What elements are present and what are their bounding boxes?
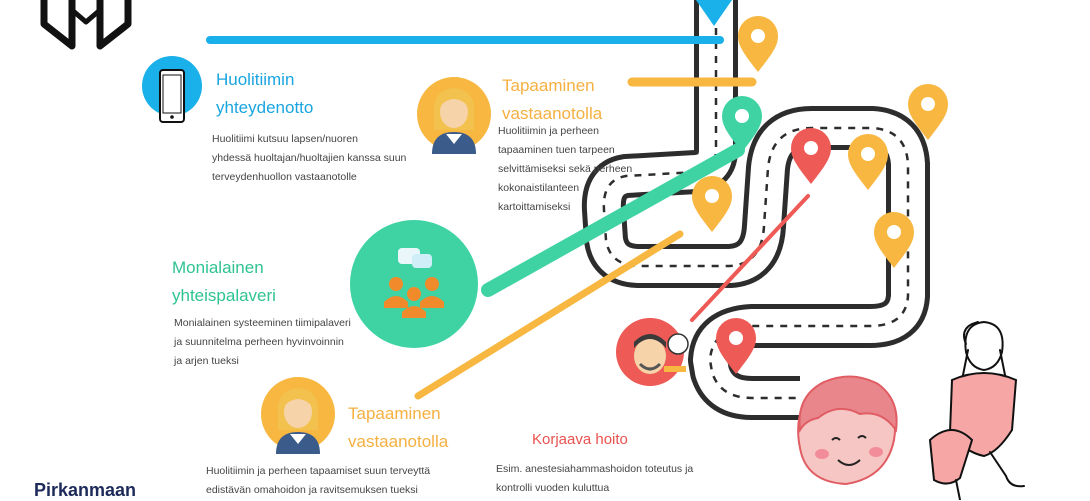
contact-title-line2: yhteydenotto	[216, 98, 314, 117]
connector-orange-bottom	[414, 230, 684, 400]
map-pin-icon	[716, 318, 756, 374]
meeting-title-line2: yhteispalaveri	[172, 286, 276, 305]
map-pin-icon	[722, 96, 762, 152]
contact-desc-line2: yhdessä huoltajan/huoltajien kanssa suun	[212, 152, 407, 164]
connector-red	[690, 194, 810, 322]
meeting-title-line1: Monialainen	[172, 258, 264, 277]
contact-desc-line3: terveydenhuollon vastaanotolle	[212, 171, 357, 183]
treatment-description: Esim. anestesiahammashoidon toteutus ja …	[496, 460, 693, 498]
visit2-title-line2: vastaanotolla	[348, 432, 449, 451]
visit2-title-line1: Tapaaminen	[348, 404, 441, 423]
brand-logo-text: Pirkanmaan	[34, 480, 137, 500]
visit1-desc-line4: kokonaistilanteen	[498, 182, 580, 194]
contact-description: Huolitiimi kutsuu lapsen/nuoren yhdessä …	[212, 130, 406, 187]
map-pin-icon	[874, 212, 914, 268]
visit1-desc-line3: selvittämiseksi sekä perheen	[498, 163, 633, 175]
contact-desc-line1: Huolitiimi kutsuu lapsen/nuoren	[212, 133, 358, 145]
map-pin-icon	[848, 134, 888, 190]
map-pin-icon	[692, 176, 732, 232]
nurse-avatar-icon	[417, 77, 491, 154]
meeting-desc-line1: Monialainen systeeminen tiimipalaveri	[174, 317, 351, 329]
visit2-title: Tapaaminen vastaanotolla	[348, 400, 448, 456]
visit1-desc-line1: Huolitiimin ja perheen	[498, 125, 599, 137]
visit1-title-line2: vastaanotolla	[502, 104, 603, 123]
visit2-description: Huolitiimin ja perheen tapaamiset suun t…	[206, 462, 430, 500]
visit1-desc-line5: kartoittamiseksi	[498, 201, 571, 213]
contact-title: Huolitiimin yhteydenotto	[216, 66, 313, 122]
nurse-avatar-icon	[261, 377, 335, 454]
visit1-title: Tapaaminen vastaanotolla	[502, 72, 602, 128]
child-face-illustration	[797, 375, 898, 486]
treatment-desc-line2: kontrolli vuoden kuluttua	[496, 482, 610, 494]
meeting-desc-line2: ja suunnitelma perheen hyvinvoinnin	[174, 336, 344, 348]
visit2-desc-line1: Huolitiimin ja perheen tapaamiset suun t…	[206, 465, 431, 477]
meeting-description: Monialainen systeeminen tiimipalaveri ja…	[174, 314, 351, 371]
contact-title-line1: Huolitiimin	[216, 70, 295, 89]
map-pin-icon	[738, 16, 778, 72]
connector-teal	[481, 143, 745, 297]
phone-icon	[142, 56, 202, 123]
meeting-title: Monialainen yhteispalaveri	[172, 254, 276, 310]
meeting-desc-line3: ja arjen tueksi	[174, 355, 239, 367]
hands-heart-icon	[40, 0, 132, 50]
map-pin-icon	[791, 128, 831, 184]
visit1-title-line1: Tapaaminen	[502, 76, 595, 95]
visit1-desc-line2: tapaaminen tuen tarpeen	[498, 144, 615, 156]
map-pin-icon	[908, 84, 948, 140]
treatment-desc-line1: Esim. anestesiahammashoidon toteutus ja	[496, 463, 694, 475]
treatment-title: Korjaava hoito	[532, 431, 628, 448]
girl-sketch-illustration	[928, 320, 1025, 500]
meeting-group-icon	[350, 220, 478, 348]
visit2-desc-line2: edistävän omahoidon ja ravitsemuksen tue…	[206, 484, 418, 496]
visit1-description: Huolitiimin ja perheen tapaaminen tuen t…	[498, 122, 632, 217]
road-start-arrow-icon	[696, 0, 732, 26]
dentist-patient-icon	[616, 318, 689, 386]
